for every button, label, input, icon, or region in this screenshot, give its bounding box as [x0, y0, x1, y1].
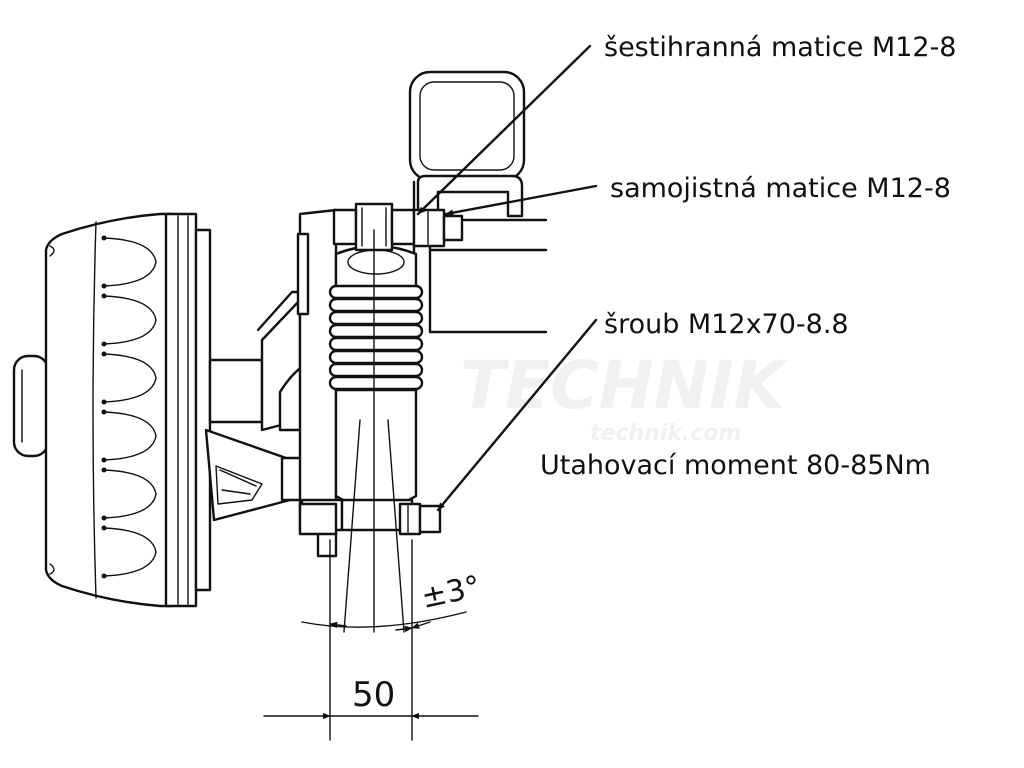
tyre [44, 212, 174, 608]
bellows-ring [328, 284, 424, 300]
svg-text:TECHNIK: TECHNIK [460, 347, 790, 424]
angle-label: ±3° [418, 569, 483, 616]
tread-stud [101, 515, 107, 521]
tread-lug [103, 237, 157, 287]
tread-stud [101, 235, 107, 241]
tread-stud [101, 457, 107, 463]
hex-nut-label: šestihranná matice M12-8 [604, 32, 957, 63]
center-lines [343, 229, 405, 633]
torque-label: Utahovací moment 80-85Nm [540, 450, 931, 481]
rubber-spring [328, 244, 424, 532]
tread-stud [101, 525, 107, 531]
top-lock-nut [412, 208, 464, 248]
tread-stud [101, 293, 107, 299]
wheel-rim [164, 212, 198, 608]
wheel [12, 212, 212, 608]
bellows-ring [328, 297, 424, 313]
leader-lines [416, 44, 598, 512]
bellows-ring [328, 310, 424, 326]
tread-stud [101, 573, 107, 579]
bellows-ring [328, 362, 424, 378]
tread-stud [101, 399, 107, 405]
bellows-ring [328, 375, 424, 391]
tread-stud [101, 409, 107, 415]
tread-stud [101, 351, 107, 357]
bellows-ring [328, 323, 424, 339]
lock-nut-label: samojistná matice M12-8 [610, 173, 951, 204]
tread-stud [101, 467, 107, 473]
tread-lug [103, 527, 157, 577]
bellows-ring [328, 336, 424, 352]
tread-lug [103, 353, 157, 403]
bottom-bolt [298, 502, 442, 536]
tread-stud [101, 341, 107, 347]
hub-cap [12, 354, 50, 458]
dimension-value: 50 [352, 675, 395, 715]
watermark: TECHNIK technik.com [460, 347, 790, 446]
frame-tube [408, 70, 526, 182]
bellows-ring [328, 349, 424, 365]
width-dimension: 50 [263, 675, 479, 720]
tread-stud [101, 283, 107, 289]
spring-bellows [328, 284, 424, 391]
swing-arm [204, 428, 292, 522]
bolt-label: šroub M12x70-8.8 [604, 309, 849, 340]
svg-text:technik.com: technik.com [590, 421, 741, 446]
tread-lug [103, 469, 157, 519]
tread-lug [103, 411, 157, 461]
tread-lugs [101, 235, 157, 579]
wheel-disc [194, 228, 212, 592]
tread-lug [103, 295, 157, 345]
